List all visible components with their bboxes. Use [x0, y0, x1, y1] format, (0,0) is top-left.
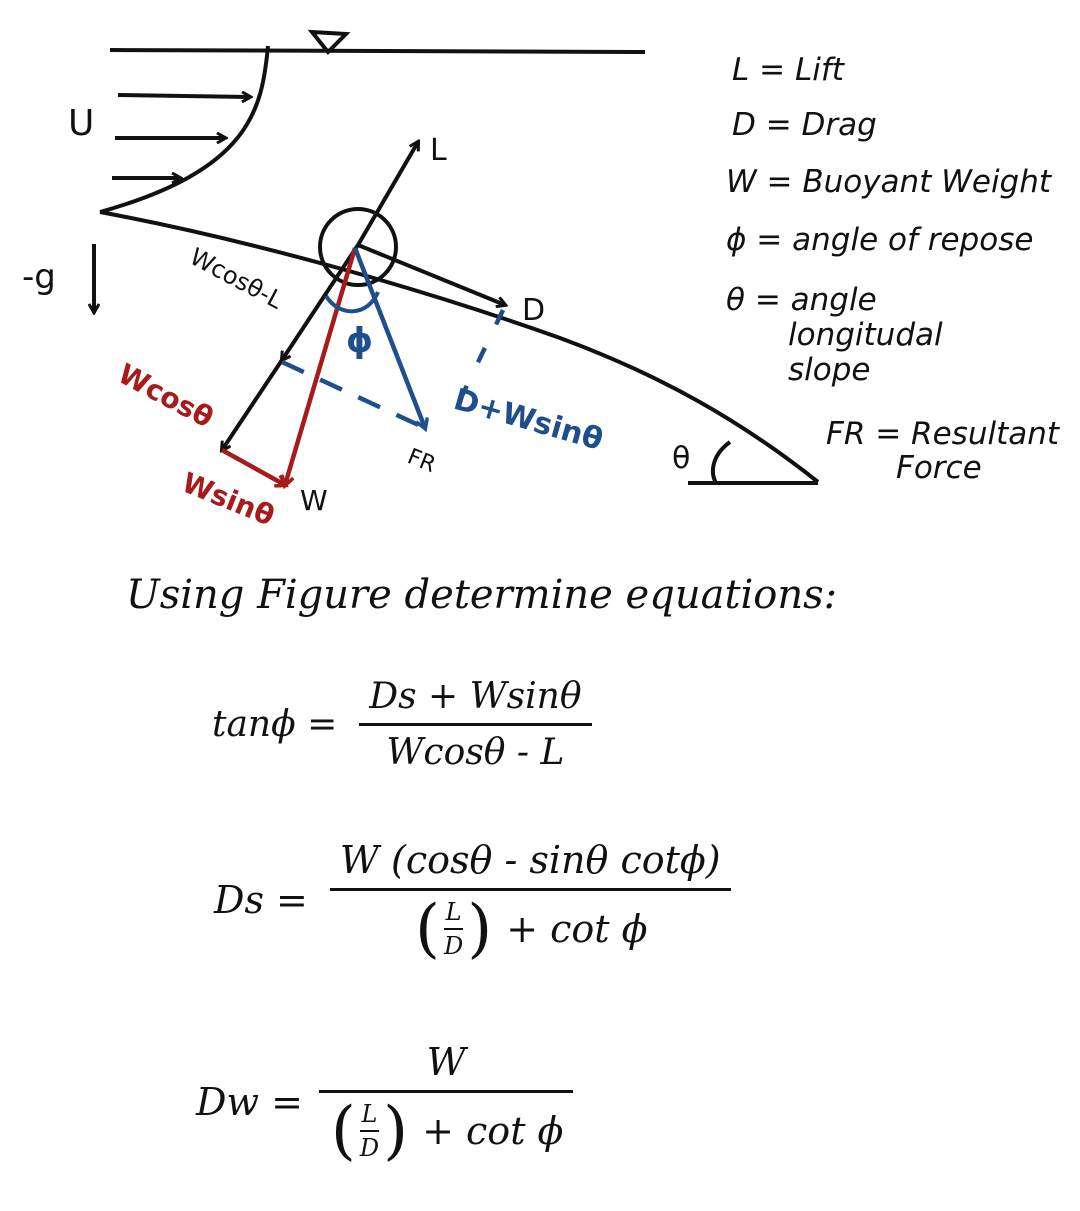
legend-resultant: FR = Resultant	[826, 416, 1061, 452]
lift-arrow	[356, 142, 418, 247]
legend-longitudal: longitudal	[788, 317, 943, 353]
instruction-text: Using Figure determine equations:	[126, 572, 838, 618]
velocity-profile-curve	[99, 45, 270, 214]
legend-angle: θ = angle	[726, 282, 877, 318]
repose-angle-arc	[324, 291, 380, 314]
slope-angle-label: θ	[672, 441, 690, 476]
equation-dw: Dw = W ( L D ) + cot ϕ	[196, 1040, 574, 1163]
eq2-lhs: Ds =	[214, 877, 308, 922]
drag-plus-wsin-label: D+Wsinθ	[450, 382, 607, 458]
eq1-fraction: Ds + Wsinθ Wcosθ - L	[359, 676, 592, 773]
weight-arrow	[285, 247, 358, 485]
repose-angle-label: ϕ	[346, 321, 373, 361]
legend-weight: W = Buoyant Weight	[726, 164, 1053, 200]
wcos-minus-lift-arrow	[282, 243, 360, 360]
eq2-denominator: ( L D ) + cot ϕ	[403, 891, 658, 961]
eq3-l-over-d: L D	[359, 1100, 380, 1162]
resultant-force-label: FR	[404, 444, 439, 478]
legend-force: Force	[896, 450, 982, 486]
resultant-force-arrow	[352, 247, 425, 428]
bed-slope-line	[99, 210, 820, 484]
eq2-left-paren: (	[415, 892, 440, 966]
flow-velocity-label: U	[68, 103, 94, 144]
eq3-lhs: Dw =	[196, 1079, 303, 1124]
eq2-l: L	[445, 898, 462, 926]
force-diagram: U -g θ L D Wcosθ-L Wcosθ Wsinθ W ϕ D+Wsi…	[22, 29, 1061, 533]
eq3-right-paren: )	[383, 1094, 409, 1168]
eq3-fraction: W ( L D ) + cot ϕ	[318, 1040, 574, 1163]
legend: L = Lift D = Drag W = Buoyant Weight ϕ =…	[726, 52, 1061, 486]
legend-slope: slope	[788, 352, 870, 388]
weight-label: W	[300, 484, 328, 517]
legend-drag: D = Drag	[732, 107, 877, 143]
eq1-fraction-bar	[359, 723, 592, 726]
equation-tan-phi: tanϕ = Ds + Wsinθ Wcosθ - L	[212, 676, 592, 773]
drag-label: D	[522, 293, 545, 328]
eq3-left-paren: (	[330, 1094, 356, 1168]
legend-angle-of-repose: ϕ = angle of repose	[726, 222, 1033, 258]
eq2-small-bar	[443, 928, 464, 930]
eq2-l-over-d: L D	[443, 898, 464, 960]
wsin-label: Wsinθ	[177, 466, 279, 533]
eq1-numerator: Ds + Wsinθ	[369, 676, 582, 717]
gravity-label: -g	[22, 257, 56, 297]
water-level-symbol	[307, 29, 351, 55]
eq2-cot-phi: + cot ϕ	[506, 907, 648, 951]
eq3-l: L	[361, 1100, 378, 1128]
flow-arrow-1	[117, 95, 250, 97]
water-surface-line	[109, 48, 646, 54]
resultant-dashed-line	[281, 359, 426, 431]
eq3-d: D	[359, 1134, 380, 1162]
sediment-grain	[318, 207, 398, 287]
drag-arrow	[357, 243, 505, 305]
eq2-fraction-bar	[329, 888, 731, 891]
eq2-d: D	[443, 932, 464, 960]
eq2-right-paren: )	[467, 892, 493, 966]
wcos-minus-lift-label: Wcosθ-L	[185, 243, 288, 315]
lift-label: L	[430, 133, 447, 168]
eq1-denominator: Wcosθ - L	[386, 732, 565, 773]
eq3-cot-phi: + cot ϕ	[422, 1109, 564, 1153]
eq3-small-bar	[359, 1130, 380, 1132]
eq2-fraction: W (cosθ - sinθ cotϕ) ( L D ) + cot ϕ	[329, 838, 731, 961]
legend-lift: L = Lift	[732, 52, 846, 88]
drag-plus-wsin-dashed-line	[457, 309, 506, 401]
eq3-numerator: W	[426, 1040, 466, 1084]
wsin-component-arrow	[220, 448, 285, 485]
wcos-label: Wcosθ	[113, 357, 219, 434]
eq3-denominator: ( L D ) + cot ϕ	[319, 1093, 574, 1163]
eq3-fraction-bar	[318, 1090, 574, 1093]
eq2-numerator: W (cosθ - sinθ cotϕ)	[339, 838, 721, 882]
eq1-lhs: tanϕ =	[212, 704, 338, 745]
wcos-arrow	[222, 358, 284, 450]
slope-angle-arc	[711, 440, 732, 484]
equation-ds: Ds = W (cosθ - sinθ cotϕ) ( L D ) + cot …	[214, 838, 731, 961]
